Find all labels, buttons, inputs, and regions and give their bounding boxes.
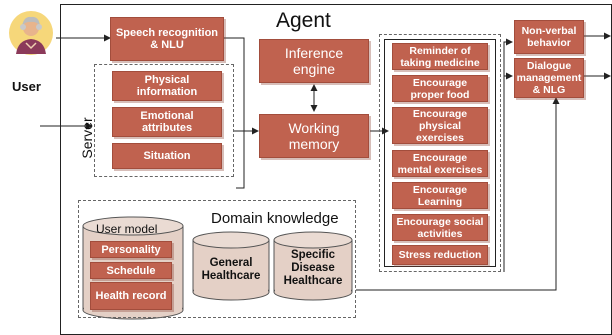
physical-information-box: Physical information <box>112 71 222 101</box>
agent-title: Agent <box>276 9 331 32</box>
situation-box: Situation <box>112 143 222 169</box>
specific-healthcare-cylinder <box>273 231 353 301</box>
behavior-proper-food: Encourage proper food <box>392 75 488 102</box>
behavior-learning: Encourage Learning <box>392 182 488 209</box>
arrow-domain-to-dialogue <box>356 97 560 291</box>
speech-recognition-box: Speech recognition & NLU <box>110 17 224 61</box>
inference-engine-box: Inference engine <box>259 39 369 83</box>
domain-knowledge-title: Domain knowledge <box>211 210 339 227</box>
non-verbal-behavior-box: Non-verbal behavior <box>514 20 584 54</box>
general-healthcare-cylinder <box>192 231 270 301</box>
working-memory-box: Working memory <box>259 114 369 158</box>
user-avatar-icon <box>8 10 54 56</box>
server-group <box>94 64 234 177</box>
domain-knowledge-group <box>78 200 356 318</box>
general-healthcare-label: General Healthcare <box>201 257 261 282</box>
personality-box: Personality <box>90 241 172 258</box>
behavior-reminder-medicine: Reminder of taking medicine <box>392 43 488 70</box>
arrow-behaviors-to-nonverbal <box>503 38 513 272</box>
behaviors-inner-frame <box>384 39 496 267</box>
health-record-box: Health record <box>90 282 172 310</box>
behavior-mental-exercises: Encourage mental exercises <box>392 150 488 177</box>
emotional-attributes-box: Emotional attributes <box>112 107 222 137</box>
behavior-physical-exercises: Encourage physical exercises <box>392 107 488 144</box>
specific-healthcare-label: Specific Disease Healthcare <box>283 249 343 287</box>
behaviors-group <box>379 34 501 272</box>
server-label: Server <box>79 117 95 159</box>
behavior-stress-reduction: Stress reduction <box>392 245 488 265</box>
user-label: User <box>12 79 41 94</box>
dialogue-management-box: Dialogue management & NLG <box>514 58 584 98</box>
behavior-social-activities: Encourage social activities <box>392 214 488 241</box>
user-model-title: User model <box>96 222 158 236</box>
line-speech-to-memory <box>224 37 245 189</box>
schedule-box: Schedule <box>90 262 172 279</box>
